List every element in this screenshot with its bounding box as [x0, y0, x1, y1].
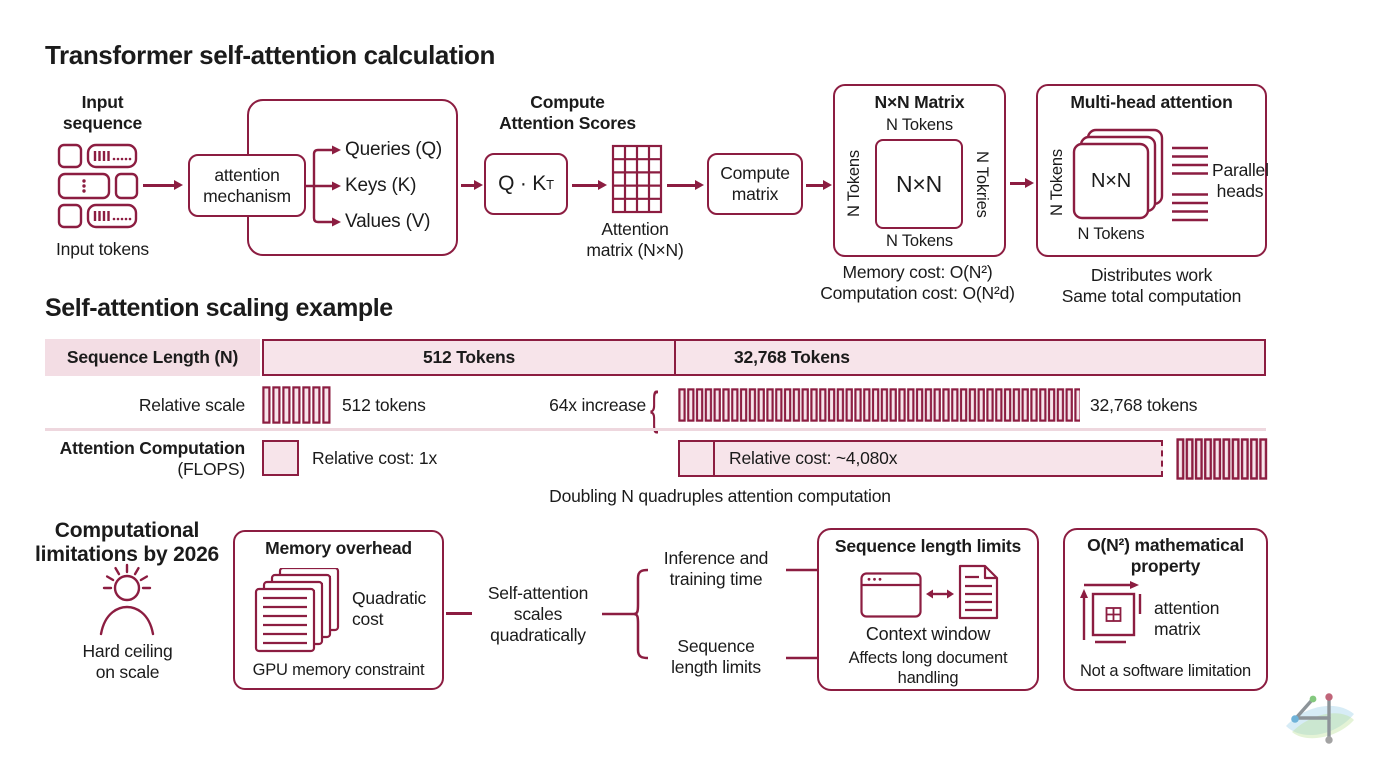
arrow-matrix-to-compute: [667, 184, 695, 187]
quadratic-cost-label: Quadratic cost: [352, 588, 427, 629]
increase-label: 64x increase: [549, 395, 646, 415]
memory-cost-label: Memory cost: O(N²): [842, 262, 993, 282]
arrow-compute-to-nxn: [806, 184, 823, 187]
scaling-caption: Doubling N quadruples attention computat…: [549, 486, 891, 506]
mha-left-label: N Tokens: [1048, 149, 1066, 217]
mha-notes: Distributes work Same total computation: [1061, 265, 1242, 306]
not-software-note: Not a software limitation: [1079, 662, 1252, 680]
header-cell-sequence-length: Sequence Length (N): [45, 339, 260, 376]
cost-1x-label: Relative cost: 1x: [312, 448, 437, 468]
browser-window-icon: [860, 572, 922, 618]
on2-property-title: O(N²) mathematical property: [1087, 535, 1244, 576]
attention-mechanism-box: attention mechanism: [188, 154, 306, 217]
values-label: Values (V): [345, 211, 431, 232]
hard-ceiling-person-icon: [99, 563, 155, 636]
sequence-length-limits-box: [817, 528, 1039, 691]
attention-matrix-note: attention matrix: [1154, 598, 1220, 639]
context-window-label: Context window: [865, 624, 991, 644]
input-tokens-icon: [57, 143, 139, 229]
on2-property-box: [1063, 528, 1268, 691]
relative-scale-label: Relative scale: [138, 395, 245, 415]
arrow-qkv-to-qk: [461, 184, 474, 187]
double-arrow-icon: [926, 589, 954, 599]
mha-center-label: N×N: [1091, 169, 1131, 192]
large-token-bar: [678, 388, 1080, 422]
computation-cost-label: Computation cost: O(N²d): [820, 283, 1015, 303]
parallel-heads-label: Parallel heads: [1212, 160, 1269, 201]
header-cell-32768-tokens: 32,768 Tokens: [674, 339, 1266, 376]
small-token-bar: [262, 386, 332, 424]
long-document-note: Affects long document handling: [848, 649, 1008, 687]
cost-bar-segment: [678, 440, 716, 477]
document-icon: [958, 564, 999, 620]
memory-overhead-title: Memory overhead: [265, 538, 412, 558]
brand-logo: [1286, 693, 1354, 744]
section3-title: Computational limitations by 2026: [34, 519, 220, 566]
row-divider: [45, 428, 1266, 431]
scales-quadratically-label: Self-attention scales quadratically: [487, 583, 589, 645]
compute-attention-scores-label: Compute Attention Scores: [499, 92, 636, 133]
stacked-pages-icon: [254, 568, 340, 653]
large-bar-label: 32,768 tokens: [1090, 395, 1198, 415]
inference-time-label: Inference and training time: [648, 548, 784, 590]
keys-label: Keys (K): [345, 175, 417, 196]
hard-ceiling-label: Hard ceiling on scale: [82, 641, 173, 682]
small-bar-label: 512 tokens: [342, 395, 426, 415]
attention-matrix-grid-icon: [611, 144, 663, 214]
qkv-branch-connector: [306, 145, 341, 227]
mha-stacked-matrices-icon: [1072, 128, 1164, 220]
nxn-costs: Memory cost: O(N²) Computation cost: O(N…: [775, 262, 1060, 304]
mha-bottom-label: N Tokens: [1077, 225, 1145, 243]
brace-glyph: {: [650, 382, 659, 434]
input-sequence-label: Input sequence: [62, 92, 143, 133]
arrow-qk-to-matrix: [572, 184, 598, 187]
section1-title: Transformer self-attention calculation: [45, 40, 496, 70]
gpu-memory-label: GPU memory constraint: [252, 661, 425, 679]
nxn-matrix-title: N×N Matrix: [874, 92, 965, 112]
nxn-left-label: N Tokens: [845, 150, 863, 218]
sequence-limits-label: Sequence length limits: [648, 636, 784, 678]
arrow-nxn-to-mha: [1010, 182, 1025, 185]
mha-title: Multi-head attention: [1070, 92, 1233, 112]
branch-connector: [602, 568, 817, 660]
section2-title: Self-attention scaling example: [45, 294, 393, 322]
attention-matrix-loop-icon: [1080, 581, 1142, 644]
queries-label: Queries (Q): [345, 139, 443, 160]
flops-label: Attention Computation (FLOPS): [59, 438, 246, 479]
nxn-bottom-label: N Tokens: [886, 232, 953, 250]
header-cell-512-tokens: 512 Tokens: [262, 339, 676, 376]
cost-1x-square: [262, 440, 299, 476]
qkv-labels: Queries (Q) Keys (K) Values (V): [345, 139, 442, 233]
nxn-right-label: N Tokries: [973, 150, 991, 218]
sequence-length-limits-title: Sequence length limits: [834, 536, 1022, 556]
compute-matrix-box: Compute matrix: [707, 153, 803, 215]
input-tokens-label: Input tokens: [56, 239, 149, 259]
cost-4080-bar: Relative cost: ~4,080x: [713, 440, 1163, 477]
cost-overflow-stripes: [1176, 438, 1268, 480]
nxn-inner-square: N×N: [875, 139, 963, 229]
connector-memory-to-scales: [446, 612, 472, 615]
parallel-heads-lines-icon: [1172, 146, 1208, 222]
arrow-tokens-to-mechanism: [143, 184, 174, 187]
nxn-top-label: N Tokens: [886, 116, 953, 134]
attention-matrix-label: Attention matrix (N×N): [586, 219, 684, 260]
